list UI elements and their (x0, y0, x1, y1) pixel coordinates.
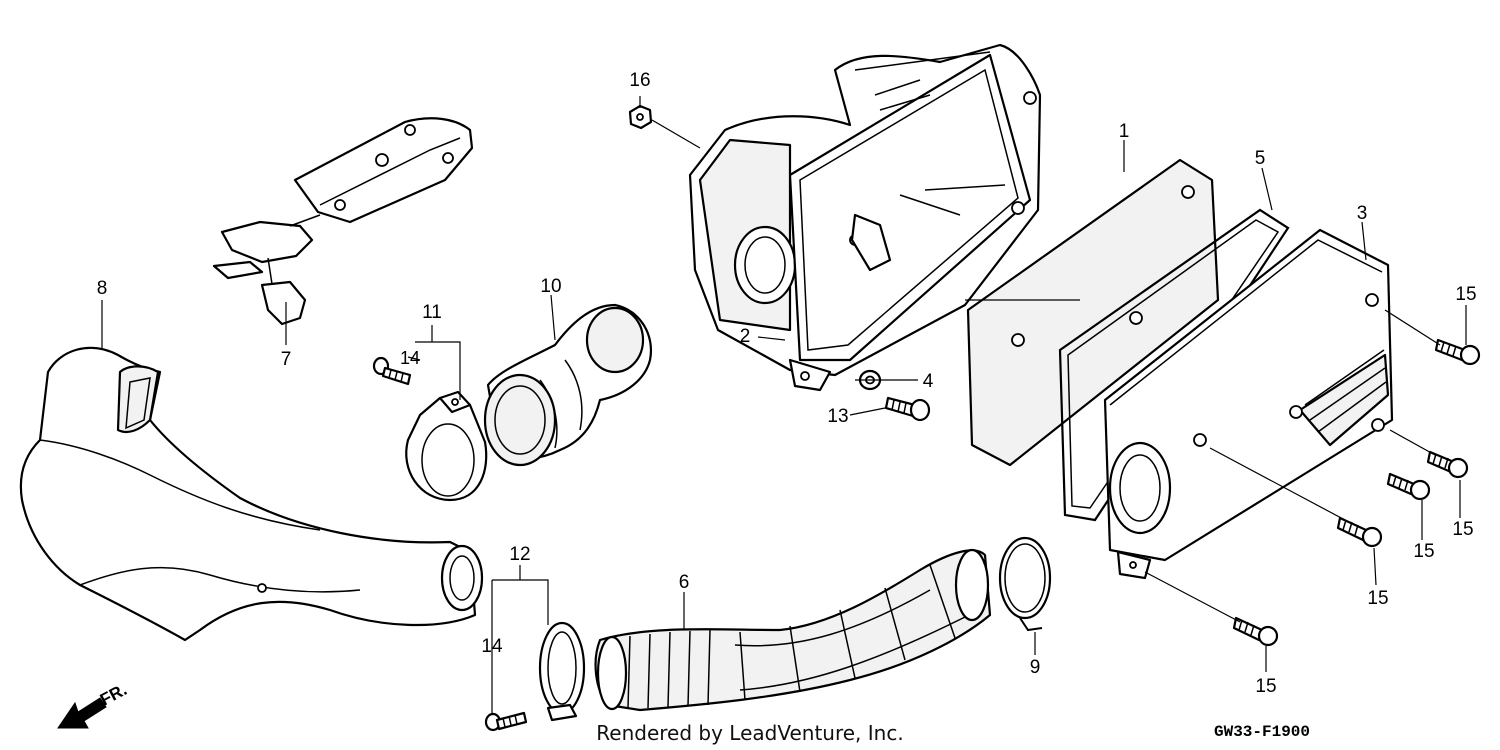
callout-15-d: 15 (1367, 588, 1388, 609)
callout-10: 10 (540, 276, 561, 297)
part-13-flange-bolt[interactable] (884, 396, 931, 422)
front-direction-arrow: FR. (57, 680, 130, 729)
part-9-hose-clamp[interactable] (998, 536, 1052, 632)
leader-lines (101, 96, 1467, 715)
part-6-connecting-boot[interactable] (594, 548, 992, 712)
callout-3: 3 (1357, 203, 1368, 224)
callout-labels: 1 2 3 4 5 6 7 8 9 10 11 12 13 14 14 15 1… (97, 70, 1477, 697)
part-1-element[interactable] (966, 158, 1220, 467)
callout-8: 8 (97, 278, 108, 299)
part-2-air-cleaner-housing[interactable] (688, 43, 1042, 392)
part-15-screw-b[interactable] (1426, 450, 1469, 479)
callout-2: 2 (740, 326, 751, 347)
callout-15-b: 15 (1452, 519, 1473, 540)
callout-6: 6 (679, 572, 690, 593)
part-7-bracket[interactable] (212, 117, 474, 326)
callout-7: 7 (281, 349, 292, 370)
part-15-screw-a[interactable] (1434, 338, 1481, 366)
part-16-nut[interactable] (628, 104, 653, 130)
callout-12: 12 (509, 544, 530, 565)
callout-14-lower: 14 (481, 636, 503, 657)
callout-15-c: 15 (1413, 541, 1434, 562)
part-14-bolt-lower[interactable] (484, 711, 528, 732)
callout-15-e: 15 (1255, 676, 1276, 697)
callout-5: 5 (1255, 148, 1266, 169)
part-11-band-clamp[interactable] (405, 390, 488, 502)
part-14-bolt-upper[interactable] (372, 356, 412, 386)
callout-13: 13 (827, 406, 848, 427)
diagram-code: GW33-F1900 (1214, 723, 1310, 741)
callout-11: 11 (422, 302, 442, 323)
arrow-left-down-icon (57, 697, 107, 729)
callout-14-upper: 14 (400, 348, 420, 368)
part-15-screw-c[interactable] (1386, 472, 1431, 501)
callout-15-a: 15 (1455, 284, 1476, 305)
credit-text: Rendered by LeadVenture, Inc. (596, 721, 903, 745)
part-8-intake-duct[interactable] (19, 346, 484, 642)
callout-1: 1 (1119, 121, 1130, 142)
part-15-screw-e[interactable] (1232, 616, 1279, 647)
part-15-screw-d[interactable] (1336, 516, 1383, 548)
part-10-connecting-tube[interactable] (483, 303, 653, 467)
callout-16: 16 (629, 70, 650, 91)
part-3-air-cleaner-cover[interactable] (1103, 228, 1394, 580)
callout-9: 9 (1030, 657, 1041, 678)
callout-4: 4 (923, 371, 934, 392)
part-12-clamp[interactable] (538, 621, 586, 722)
